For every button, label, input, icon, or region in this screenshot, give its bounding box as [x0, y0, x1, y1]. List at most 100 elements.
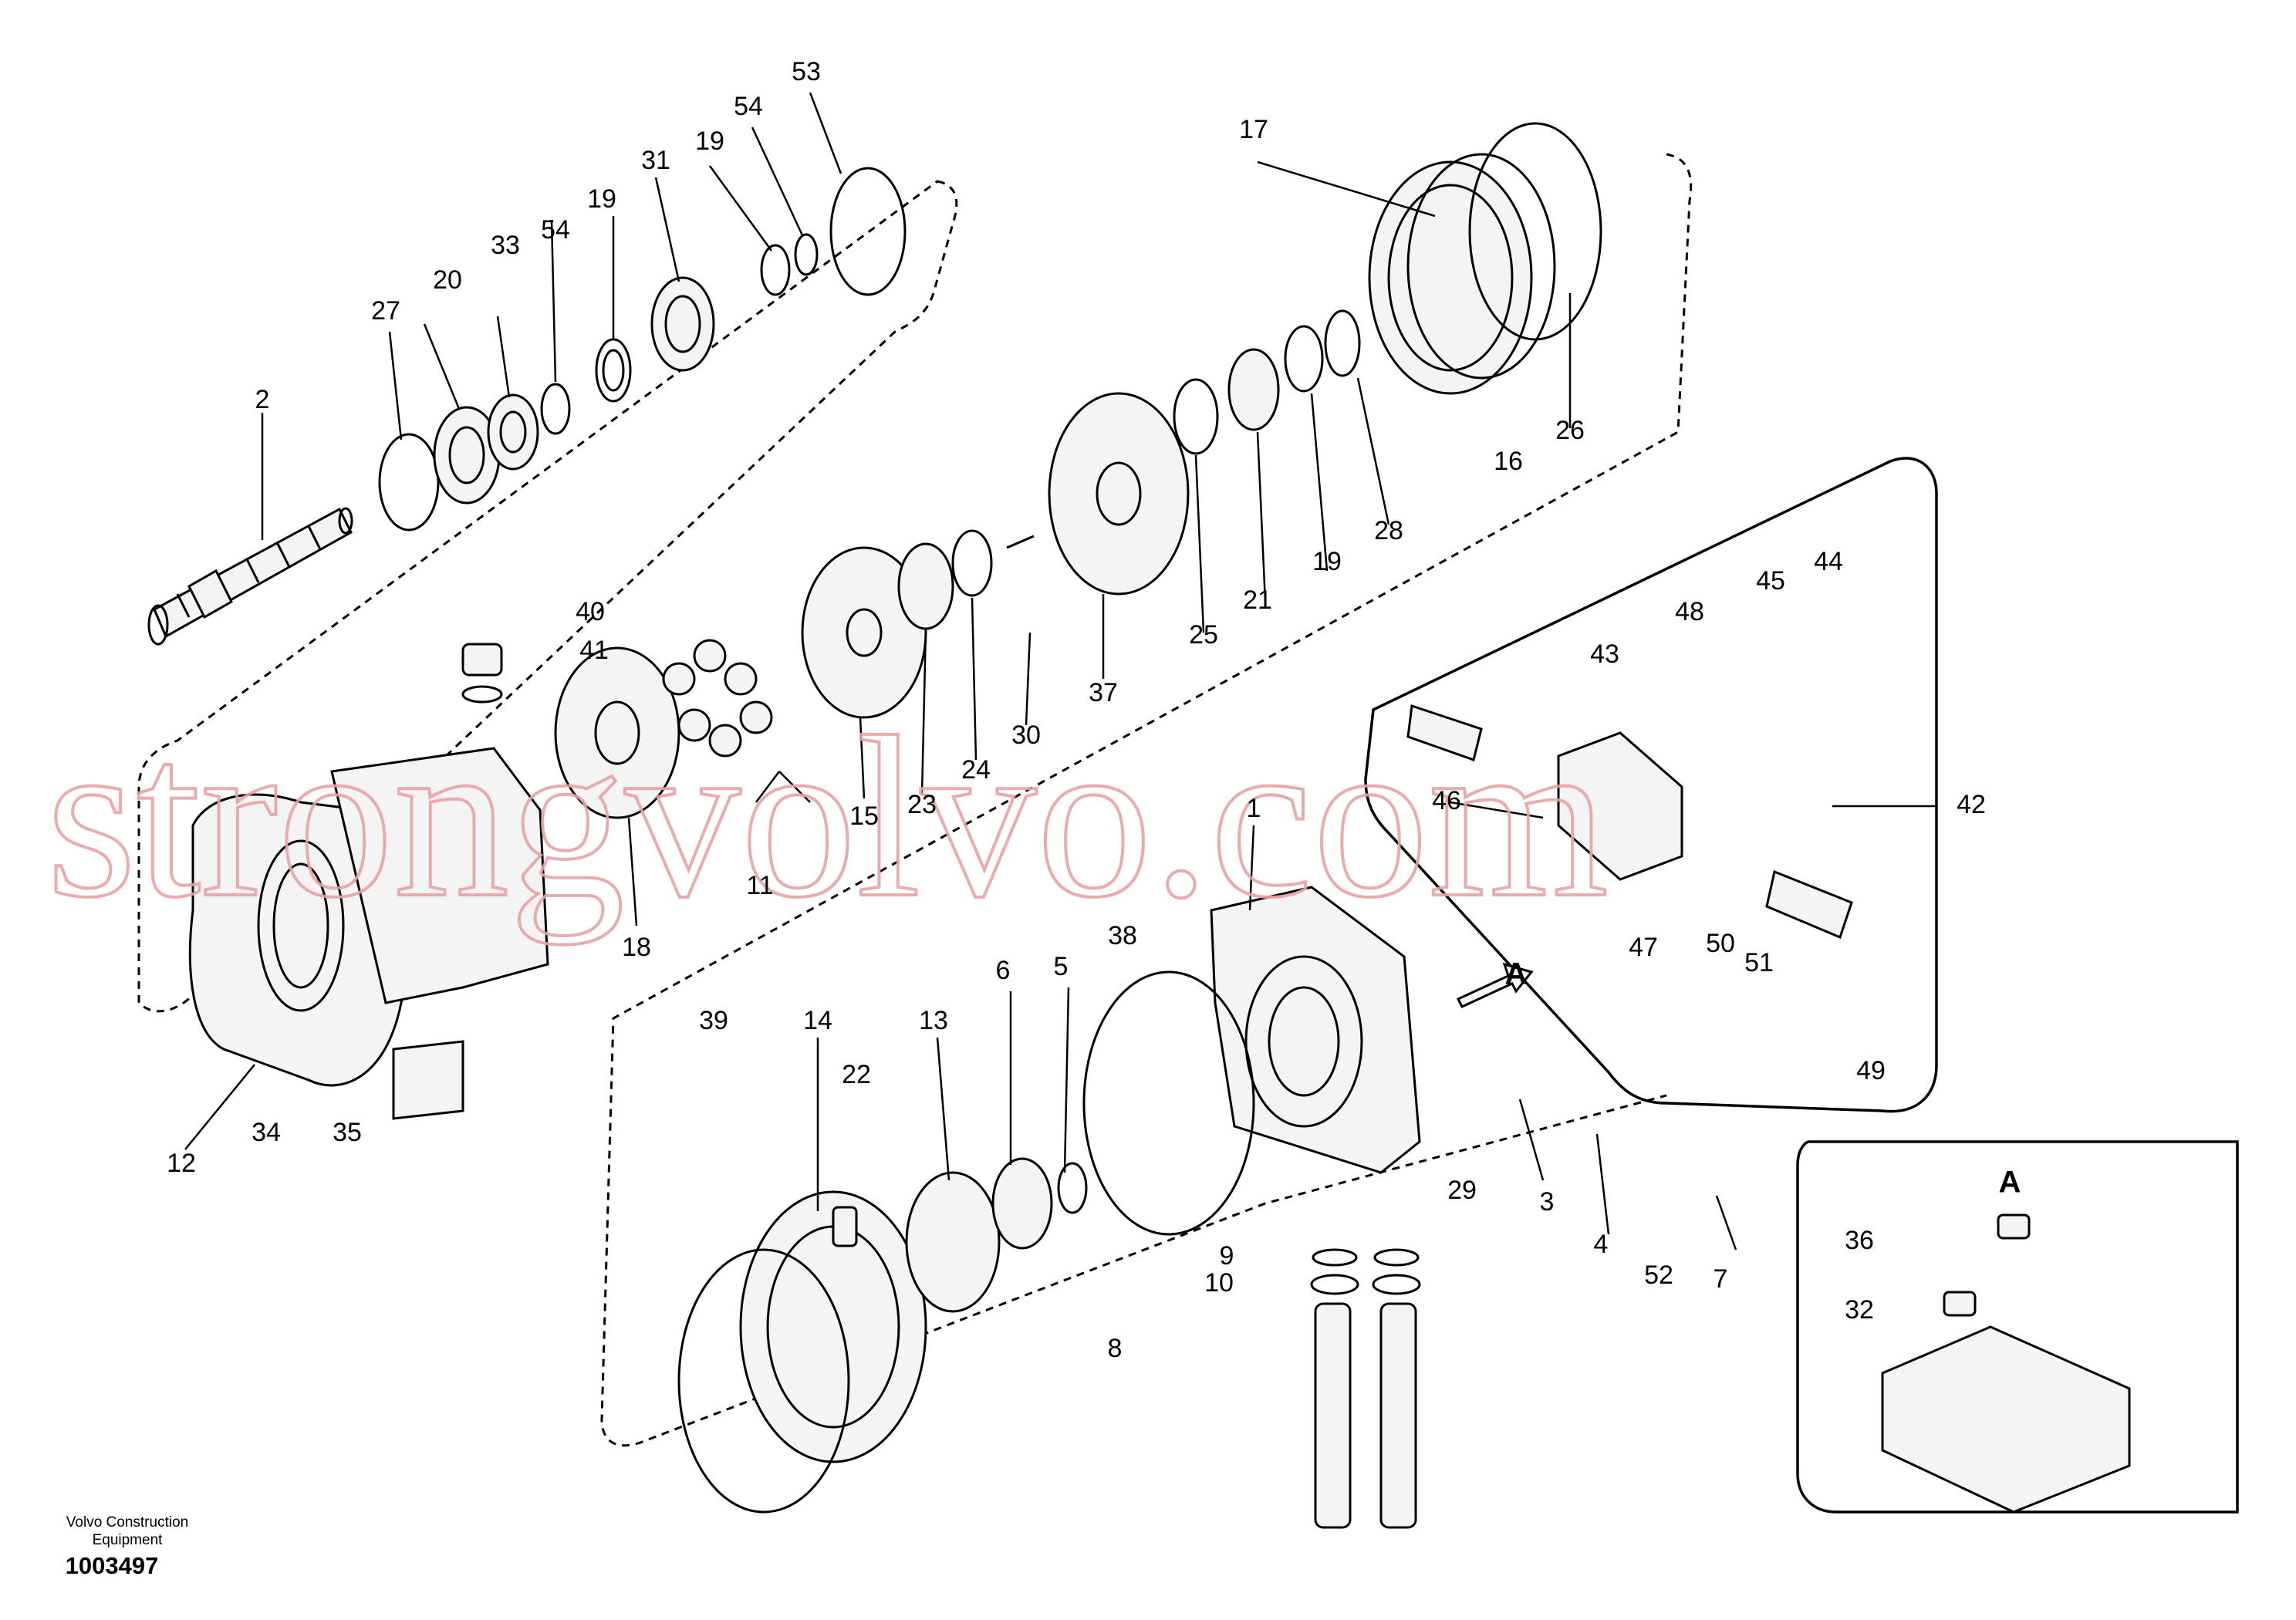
snap-ring-5: [1057, 1162, 1088, 1214]
washer-24: [951, 529, 993, 597]
o-ring-26: [1468, 122, 1602, 341]
callout-27: 27: [371, 296, 400, 326]
bearing-31: [650, 276, 715, 372]
cylinder-block-37: [1048, 392, 1190, 596]
pin-30: [1006, 535, 1035, 549]
callout-8: 8: [1108, 1334, 1123, 1363]
spring-22: [832, 1206, 858, 1247]
output-shaft: [147, 507, 353, 646]
callout-23: 23: [907, 790, 937, 819]
callout-17: 17: [1239, 115, 1268, 144]
washer-25: [1173, 378, 1219, 455]
callout-33: 33: [491, 231, 520, 260]
callout-3: 3: [1540, 1187, 1555, 1217]
callout-54a: 54: [734, 92, 763, 121]
callouts: 1 2 3 4 5 6 7 8 9 10 11 12 13 14 15 16 1…: [167, 57, 2021, 1363]
callout-7: 7: [1714, 1264, 1728, 1294]
callout-21: 21: [1243, 586, 1272, 615]
pistons-11: [662, 639, 773, 758]
callout-54b: 54: [541, 215, 570, 245]
callout-1: 1: [1247, 794, 1261, 823]
callout-10: 10: [1204, 1268, 1234, 1298]
relief-valve-8a: [1314, 1302, 1352, 1529]
plug-36: [1997, 1213, 2031, 1240]
callout-52: 52: [1644, 1261, 1673, 1290]
callout-44: 44: [1814, 547, 1843, 576]
callout-19a: 19: [695, 127, 724, 156]
callout-2: 2: [255, 385, 270, 414]
ring-33: [487, 393, 539, 471]
callout-24: 24: [961, 755, 991, 785]
washer-19a: [595, 338, 632, 403]
callout-20: 20: [433, 265, 462, 295]
o-ring-39: [677, 1248, 850, 1514]
main-housing-1: [1210, 886, 1421, 1174]
spring-21: [1227, 348, 1280, 431]
callout-41: 41: [579, 636, 609, 665]
detail-valve-body: [1881, 1325, 2131, 1514]
callout-39: 39: [699, 1006, 728, 1035]
callout-51: 51: [1744, 948, 1774, 977]
callout-5: 5: [1054, 952, 1069, 981]
callout-12: 12: [167, 1149, 196, 1178]
callout-11: 11: [746, 871, 773, 900]
callout-31: 31: [641, 146, 670, 175]
ring-10: [1310, 1274, 1421, 1295]
callout-29: 29: [1447, 1176, 1477, 1205]
callout-9: 9: [1220, 1241, 1234, 1271]
fitting-right: [1765, 869, 1853, 940]
company-credit: Volvo Construction Equipment: [66, 1514, 189, 1548]
valve-block-frame-42: [1364, 457, 1938, 1113]
detail-view-frame: [1796, 1140, 2239, 1514]
callout-28: 28: [1374, 516, 1403, 545]
callout-30: 30: [1011, 721, 1041, 750]
o-ring-38: [1082, 970, 1255, 1236]
plug-32: [1943, 1291, 1977, 1317]
document-number: 1003497: [65, 1552, 159, 1579]
callout-19b: 19: [587, 184, 616, 214]
callout-35: 35: [333, 1118, 362, 1147]
plate-13: [905, 1171, 1001, 1313]
callout-47: 47: [1629, 933, 1658, 962]
seal-20: [433, 406, 501, 505]
callout-34: 34: [252, 1118, 281, 1147]
callout-40: 40: [576, 597, 605, 626]
watermark-text: strongvolvo.com: [46, 689, 1609, 946]
callout-22: 22: [842, 1060, 871, 1089]
dashed-boundary-lower: [600, 153, 1693, 1447]
callout-53: 53: [792, 57, 821, 86]
callout-42: 42: [1957, 790, 1986, 819]
snap-ring-54b: [794, 233, 819, 276]
callout-50: 50: [1706, 929, 1735, 958]
callout-18: 18: [622, 933, 651, 962]
callout-46: 46: [1432, 786, 1461, 815]
plate-18: [554, 646, 680, 819]
callout-16: 16: [1494, 447, 1523, 476]
dashed-boundary-upper: [137, 180, 958, 1013]
callout-36: 36: [1845, 1226, 1874, 1255]
callout-19c: 19: [1312, 547, 1342, 576]
callout-48: 48: [1675, 597, 1704, 626]
cover-14: [739, 1190, 927, 1463]
direction-arrow-a: [1456, 962, 1534, 1008]
callout-25: 25: [1189, 620, 1218, 650]
washer-19b: [760, 244, 791, 296]
o-ring-41: [461, 685, 503, 704]
motor-housing-12: [188, 747, 549, 1120]
snap-ring-28: [1324, 309, 1361, 377]
callout-45: 45: [1756, 566, 1785, 596]
bearing-23: [897, 542, 954, 630]
snap-ring-54a: [540, 383, 571, 435]
callout-43: 43: [1590, 640, 1619, 669]
callout-32: 32: [1845, 1295, 1874, 1325]
relief-valve-8b: [1379, 1302, 1417, 1529]
callout-15: 15: [849, 802, 879, 831]
callout-49: 49: [1856, 1056, 1886, 1085]
callout-37: 37: [1089, 678, 1118, 707]
callout-38: 38: [1108, 921, 1137, 950]
arrow-label-a: A: [1505, 957, 1528, 991]
fitting-left: [1406, 704, 1483, 761]
callout-4: 4: [1594, 1230, 1609, 1259]
